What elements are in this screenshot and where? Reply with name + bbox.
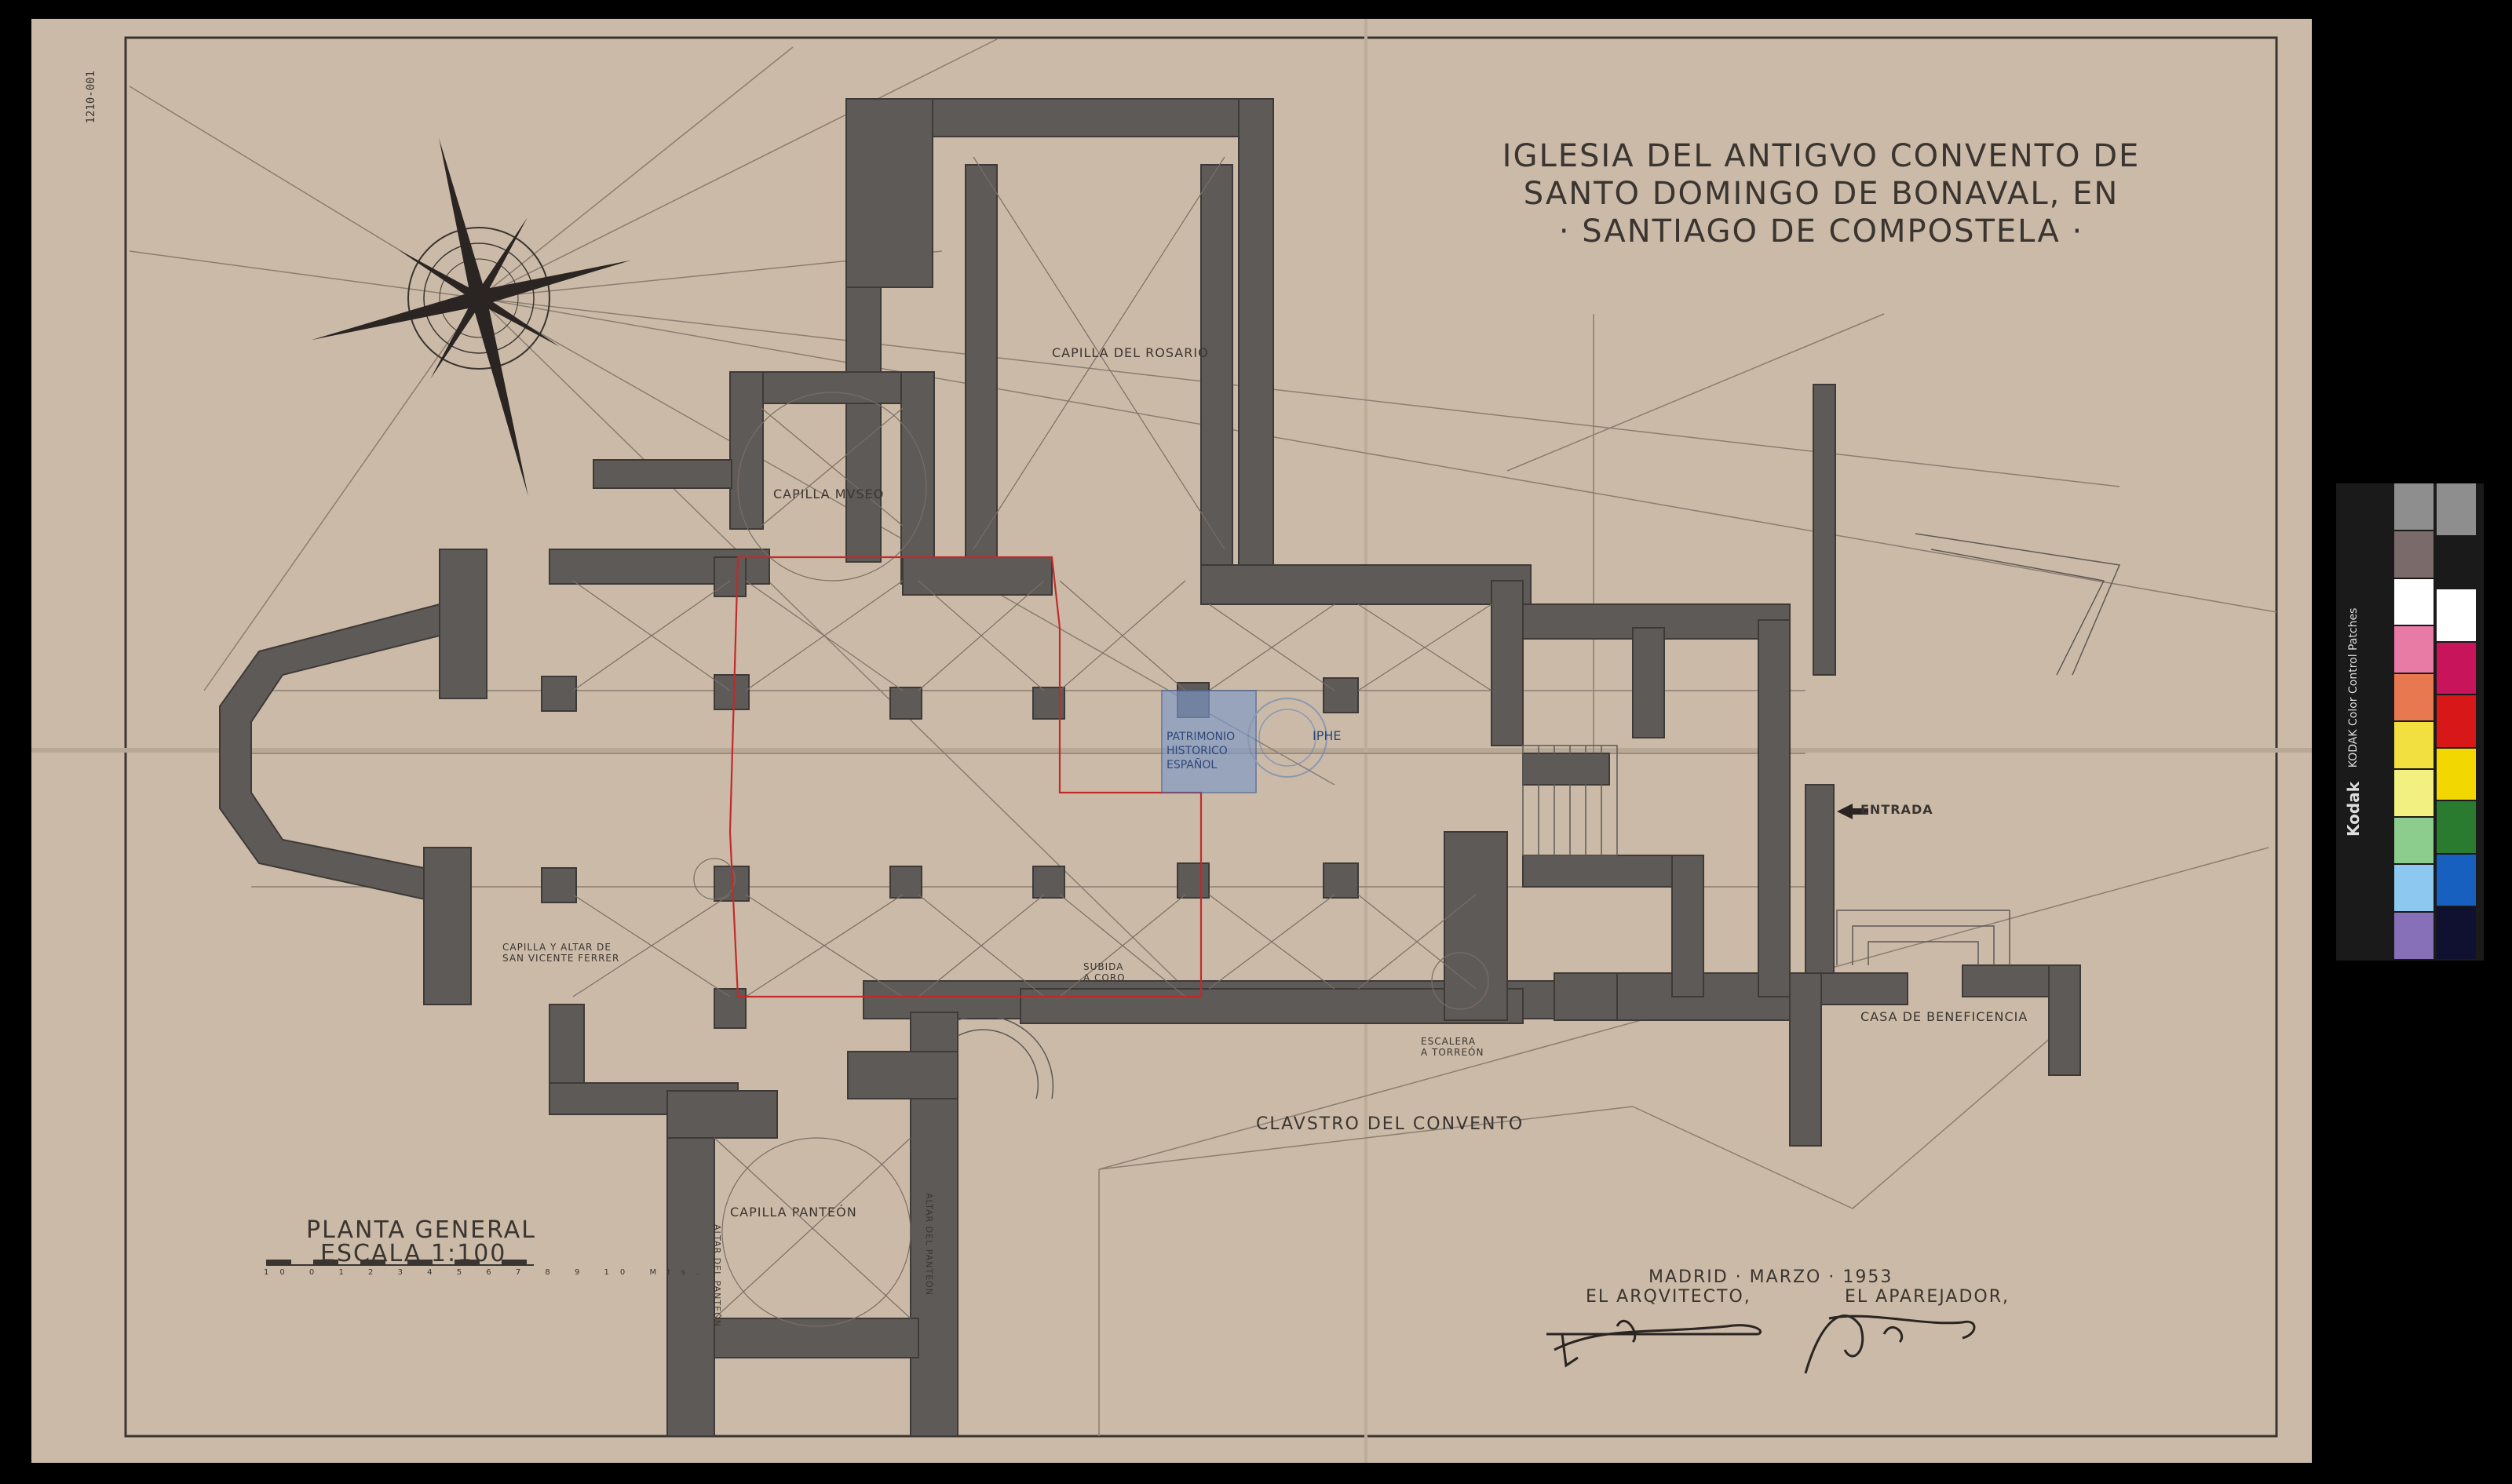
scale-tick: 0 xyxy=(309,1268,326,1277)
kodak-product: KODAK Color Control Patches xyxy=(2347,607,2360,768)
legend-planta-general: PLANTA GENERAL xyxy=(306,1216,536,1244)
color-patch xyxy=(2437,589,2476,641)
color-patch xyxy=(2394,578,2434,625)
stamp-line-1: PATRIMONIO xyxy=(1167,731,1236,743)
label-capilla-rosario: CAPILLA DEL ROSARIO xyxy=(1052,345,1209,360)
label-escalera-line2: A TORREÓN xyxy=(1421,1047,1484,1058)
color-patch xyxy=(2437,854,2476,906)
color-patch xyxy=(2394,531,2434,578)
scale-tick: 5 xyxy=(456,1268,473,1277)
stamp-text: PATRIMONIO HISTORICO ESPAÑOL xyxy=(1167,730,1235,772)
label-capilla-altar: CAPILLA Y ALTAR DE SAN VICENTE FERRER xyxy=(502,942,619,964)
scale-tick: 2 xyxy=(368,1268,385,1277)
color-patch xyxy=(2437,695,2476,747)
scale-tick: 6 xyxy=(486,1268,502,1277)
label-subida-coro: SUBIDA A CORO xyxy=(1083,961,1126,983)
sheet-title: IGLESIA DEL ANTIGVO CONVENTO DE SANTO DO… xyxy=(1460,137,2182,250)
scale-tick: 9 xyxy=(574,1268,591,1277)
stairs xyxy=(957,533,2121,1099)
color-patch xyxy=(2437,536,2476,589)
color-patch xyxy=(2394,769,2434,816)
archive-code: 1210-001 xyxy=(85,71,97,124)
color-patch xyxy=(2394,483,2434,530)
color-patch xyxy=(2437,748,2476,800)
surveyor-label: EL APAREJADOR, xyxy=(1845,1287,2010,1307)
label-capilla-altar-line2: SAN VICENTE FERRER xyxy=(502,953,620,964)
scale-tick: 10 Mts. xyxy=(604,1268,710,1277)
scale-tick: 10 xyxy=(264,1268,296,1277)
label-capilla-panteon: CAPILLA PANTEÓN xyxy=(730,1205,857,1220)
stamp-mark: IPHE xyxy=(1313,728,1342,743)
label-capilla-museo: CAPILLA MVSEO xyxy=(773,487,885,501)
place-date: MADRID · MARZO · 1953 xyxy=(1648,1267,1893,1287)
scale-bar xyxy=(266,1260,534,1266)
kodak-color-card: Kodak KODAK Color Control Patches xyxy=(2336,483,2484,961)
compass-rose xyxy=(311,138,632,497)
entrance-arrow xyxy=(1837,804,1868,819)
construction-lines xyxy=(129,38,2277,1436)
label-escalera-line1: ESCALERA xyxy=(1421,1036,1477,1047)
scale-tick: 4 xyxy=(427,1268,444,1277)
walls xyxy=(219,98,2081,1437)
label-capilla-altar-line1: CAPILLA Y ALTAR DE xyxy=(502,942,612,953)
color-patch xyxy=(2437,801,2476,853)
vault-lines xyxy=(572,156,1492,1327)
scale-tick: 1 xyxy=(338,1268,355,1277)
label-escalera: ESCALERA A TORREÓN xyxy=(1421,1036,1484,1058)
label-panteon-side-left: ALTAR DEL PANTEÓN xyxy=(712,1224,722,1327)
red-outline xyxy=(728,556,1203,998)
label-casa-beneficencia: CASA DE BENEFICENCIA xyxy=(1860,1009,2028,1024)
scale-tick: 7 xyxy=(515,1268,532,1277)
title-line-2: SANTO DOMINGO DE BONAVAL, EN xyxy=(1523,176,2120,212)
kodak-brand: Kodak xyxy=(2344,781,2363,837)
title-line-1: IGLESIA DEL ANTIGVO CONVENTO DE xyxy=(1502,138,2141,174)
scale-ticks: 10 0 1 2 3 4 5 6 7 8 9 10 Mts. xyxy=(264,1268,710,1277)
color-patch xyxy=(2394,817,2434,864)
color-patch xyxy=(2437,642,2476,695)
color-patch xyxy=(2394,722,2434,768)
label-subida-coro-line2: A CORO xyxy=(1083,972,1126,983)
legend-escala: ESCALA 1:100 xyxy=(320,1240,507,1267)
scale-tick: 8 xyxy=(545,1268,561,1277)
label-panteon-side-right: ALTAR DEL PANTEÓN xyxy=(924,1193,934,1296)
kodak-brand-text: Kodak KODAK Color Control Patches xyxy=(2344,483,2375,961)
color-patch xyxy=(2394,913,2434,959)
architect-label: EL ARQVITECTO, xyxy=(1586,1287,1751,1307)
scale-tick: 3 xyxy=(397,1268,414,1277)
color-patch xyxy=(2394,626,2434,673)
archive-stamp xyxy=(1161,690,1327,793)
signature-strokes xyxy=(1546,1314,1976,1374)
color-patch xyxy=(2437,907,2476,959)
label-entrada: ENTRADA xyxy=(1860,802,1933,817)
drawing-border xyxy=(124,36,2278,1438)
label-claustro: CLAVSTRO DEL CONVENTO xyxy=(1256,1114,1524,1134)
stamp-line-3: ESPAÑOL xyxy=(1167,759,1218,771)
label-subida-coro-line1: SUBIDA xyxy=(1083,961,1124,972)
stamp-line-2: HISTORICO xyxy=(1167,745,1228,757)
color-patch xyxy=(2394,674,2434,720)
color-patch xyxy=(2394,865,2434,912)
title-line-3: · SANTIAGO DE COMPOSTELA · xyxy=(1558,213,2084,250)
color-patch xyxy=(2437,483,2476,535)
